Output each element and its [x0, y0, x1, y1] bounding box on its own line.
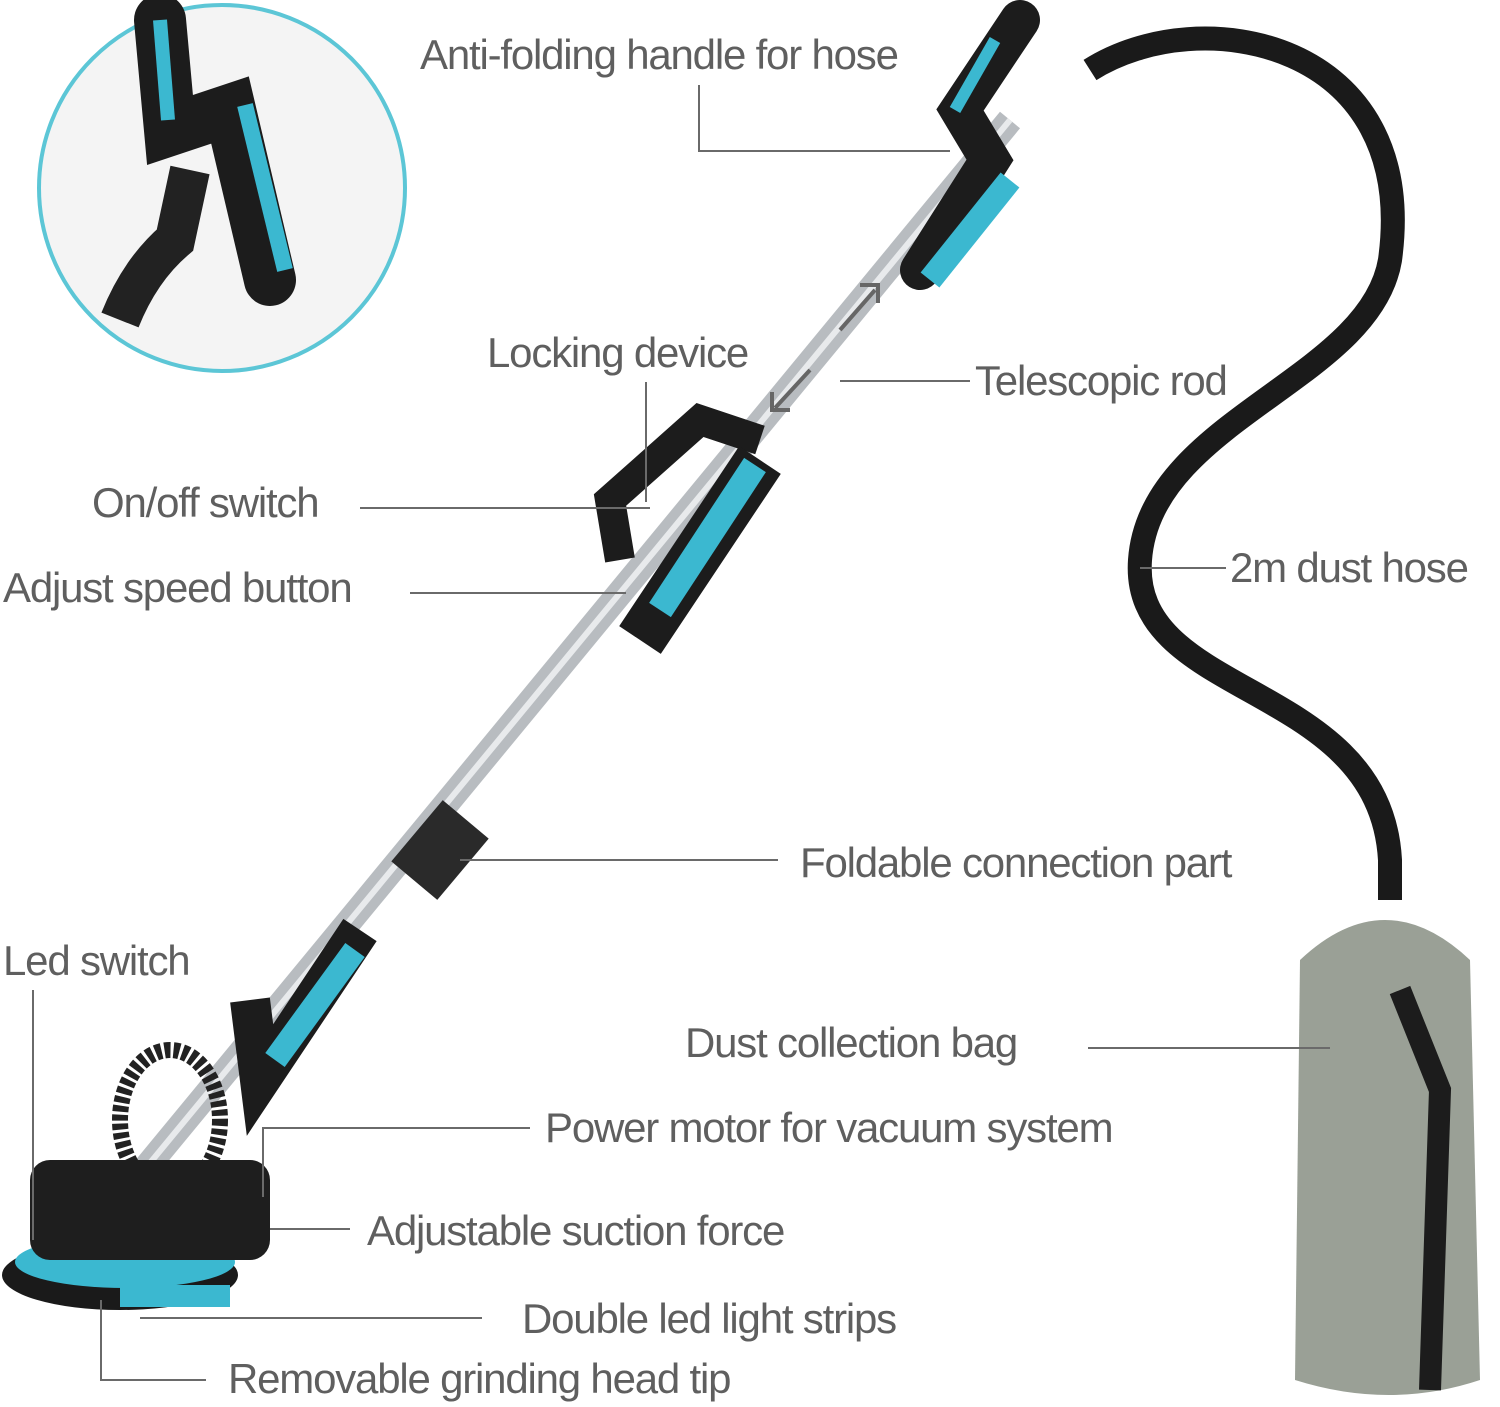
label-telescopic-rod: Telescopic rod: [975, 357, 1228, 404]
leader-line: [100, 1300, 102, 1380]
label-locking-device: Locking device: [487, 329, 749, 376]
leader-line: [1088, 1047, 1330, 1049]
dust-hose: [1083, 26, 1405, 900]
leader-line: [262, 1127, 530, 1129]
leader-line: [840, 380, 970, 382]
label-dust-hose: 2m dust hose: [1230, 544, 1469, 591]
label-power-motor: Power motor for vacuum system: [545, 1104, 1114, 1151]
leader-line: [645, 382, 647, 502]
dust-collection-bag: [1295, 920, 1480, 1395]
leader-line: [1140, 567, 1226, 569]
leader-line: [698, 150, 950, 152]
label-anti-folding-handle: Anti-folding handle for hose: [420, 31, 899, 78]
leader-line: [698, 85, 700, 151]
leader-line: [360, 507, 650, 509]
label-adjustable-suction: Adjustable suction force: [367, 1207, 785, 1254]
label-foldable-connection: Foldable connection part: [800, 839, 1232, 886]
leader-line: [140, 1317, 482, 1319]
label-double-led-strips: Double led light strips: [522, 1295, 897, 1342]
label-dust-collection-bag: Dust collection bag: [685, 1019, 1018, 1066]
leader-line: [100, 1379, 206, 1381]
handle-detail-inset: [37, 0, 407, 373]
leader-line: [460, 859, 778, 861]
leader-line: [262, 1127, 264, 1197]
label-removable-head-tip: Removable grinding head tip: [228, 1355, 731, 1402]
leader-line: [410, 592, 626, 594]
leader-line: [32, 990, 34, 1240]
leader-line: [270, 1228, 350, 1230]
label-led-switch: Led switch: [3, 937, 191, 984]
label-adjust-speed-button: Adjust speed button: [3, 564, 353, 611]
label-on-off-switch: On/off switch: [92, 479, 320, 526]
